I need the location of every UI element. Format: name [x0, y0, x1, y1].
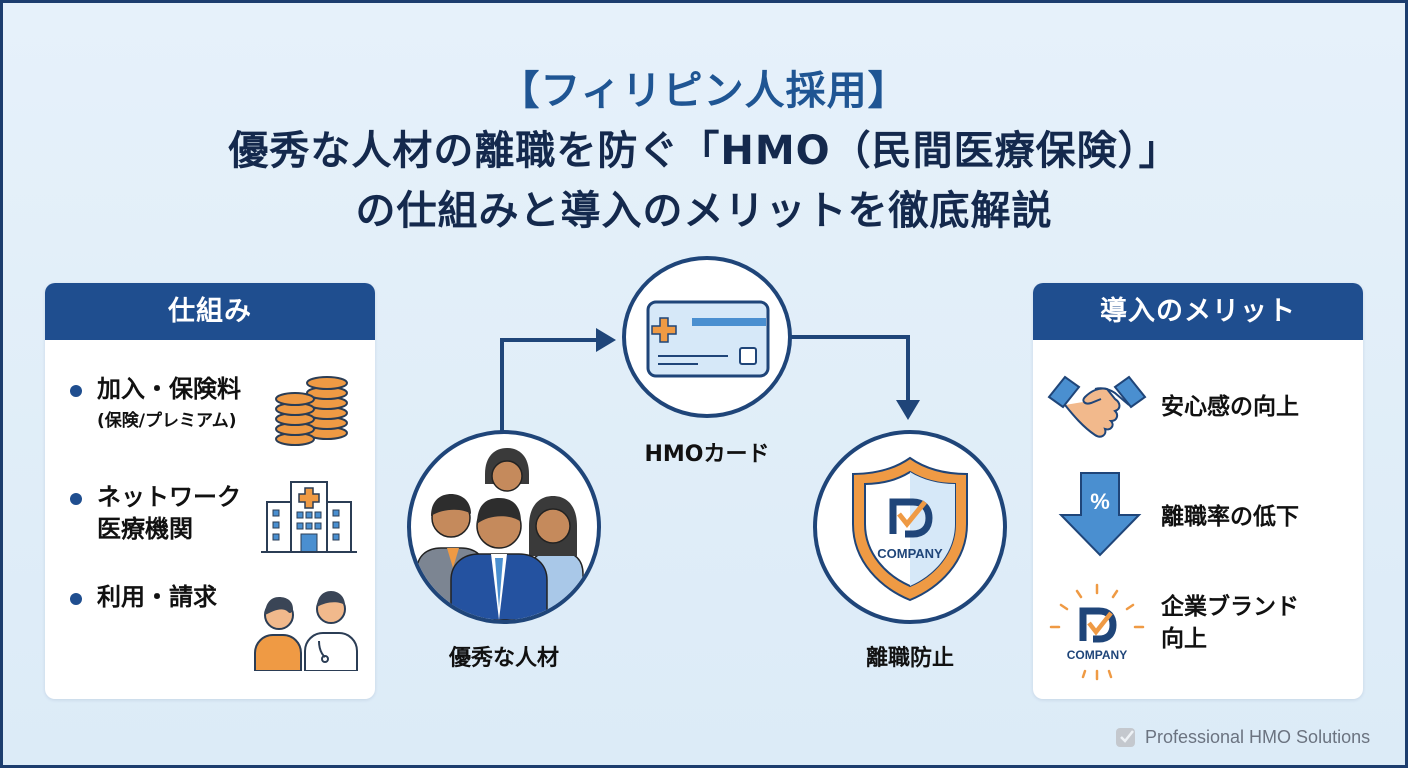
retention-node: COMPANY — [813, 430, 1007, 624]
talent-node — [407, 430, 601, 624]
mechanism-item-claims: 利用・請求 — [45, 579, 375, 689]
arrow-talent-to-card — [500, 338, 596, 440]
badge-company-text: COMPANY — [1067, 648, 1127, 662]
bullet-icon — [70, 493, 82, 505]
mechanism-item-label-2: 医療機関 — [97, 515, 193, 543]
title-line-1: 【フィリピン人採用】 — [499, 68, 909, 114]
hospital-icon — [261, 481, 357, 553]
merit-item-label: 企業ブランド — [1161, 594, 1299, 620]
retention-label: 離職防止 — [865, 646, 954, 671]
handshake-icon — [1047, 375, 1147, 438]
merit-item-label: 安心感の向上 — [1161, 394, 1299, 420]
talent-label: 優秀な人材 — [448, 646, 559, 671]
percent-down-arrow-icon: % — [1058, 472, 1142, 557]
mechanism-header: 仕組み — [45, 283, 375, 340]
shield-company-text: COMPANY — [877, 546, 943, 561]
percent-glyph: % — [1090, 489, 1110, 514]
bullet-icon — [70, 385, 82, 397]
check-badge-logo-icon — [1116, 728, 1135, 747]
footer-text: Professional HMO Solutions — [1145, 726, 1371, 747]
bullet-icon — [70, 593, 82, 605]
mechanism-item-sub: (保険/プレミアム) — [97, 411, 237, 431]
mechanism-panel: 仕組み 加入・保険料 (保険/プレミアム) ネットワーク 医療機関 — [45, 283, 375, 699]
insurance-card-icon — [646, 300, 770, 378]
merit-item-brand: COMPANY 企業ブランド 向上 — [1033, 583, 1363, 683]
merit-item-label: 離職率の低下 — [1161, 504, 1299, 530]
coins-icon — [275, 376, 348, 446]
title-line-2: 優秀な人材の離職を防ぐ「HMO（民間医療保険）」 — [228, 128, 1180, 174]
title-line-3: の仕組みと導入のメリットを徹底解説 — [355, 188, 1053, 234]
footer-brand: Professional HMO Solutions — [1114, 725, 1370, 749]
mechanism-item-premium: 加入・保険料 (保険/プレミアム) — [45, 363, 375, 453]
hmo-card-label: HMOカード — [644, 442, 770, 467]
mechanism-item-network: ネットワーク 医療機関 — [45, 473, 375, 573]
mechanism-item-label: ネットワーク — [97, 483, 241, 511]
merits-panel: 導入のメリット 安心感の向上 % 離職率の低下 COMPANY — [1033, 283, 1363, 699]
company-badge-icon: COMPANY — [1049, 583, 1145, 681]
mechanism-item-label: 利用・請求 — [97, 583, 217, 611]
people-group-icon — [416, 448, 584, 620]
arrow-card-to-retention — [790, 335, 910, 402]
arrow-head-down-icon — [896, 400, 920, 420]
merit-item-security: 安心感の向上 — [1033, 373, 1363, 443]
merit-item-turnover: % 離職率の低下 — [1033, 471, 1363, 561]
merit-item-label-2: 向上 — [1161, 626, 1207, 652]
company-shield-icon: COMPANY — [852, 456, 968, 602]
mechanism-item-label: 加入・保険料 — [97, 375, 241, 403]
doctor-consultation-icon — [254, 591, 358, 671]
arrow-head-right-icon — [596, 328, 616, 352]
hmo-card-node — [622, 256, 792, 418]
merits-header: 導入のメリット — [1033, 283, 1363, 340]
